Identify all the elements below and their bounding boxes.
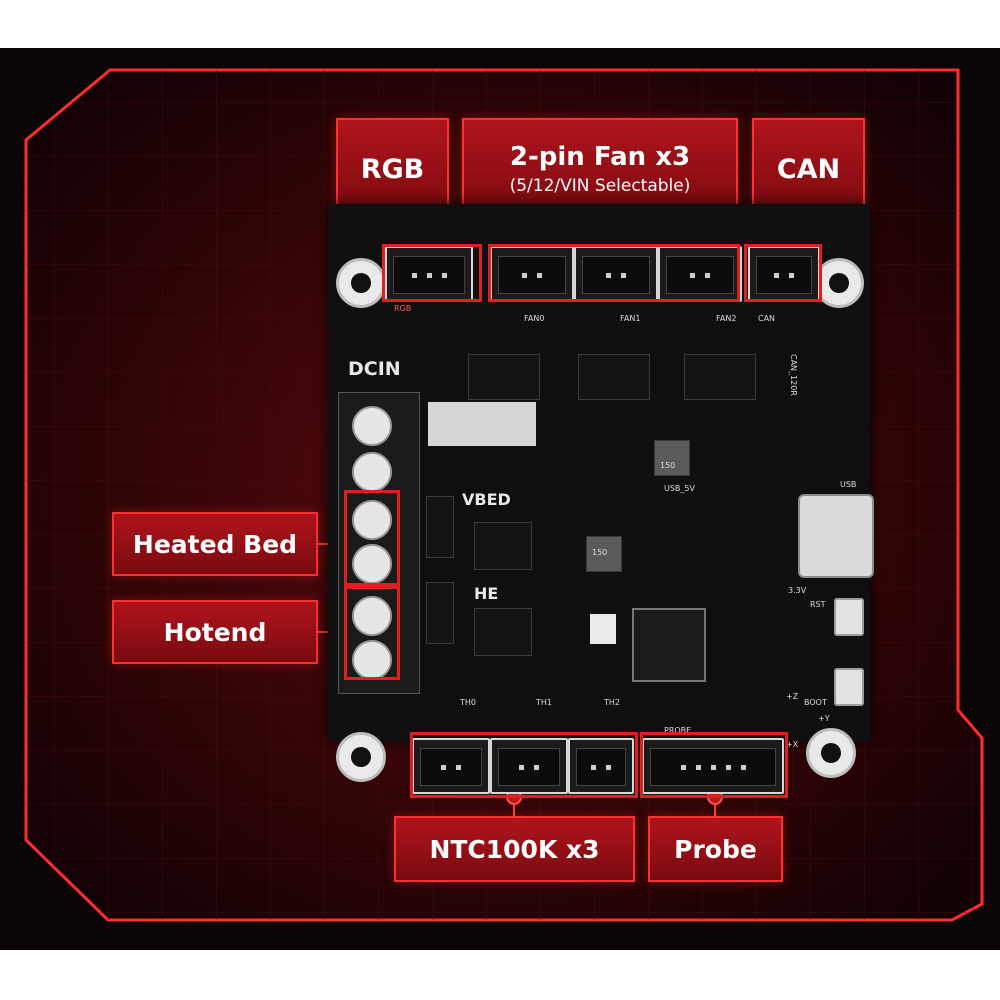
rgb-label-text: RGB: [360, 153, 425, 185]
mosfet: [426, 496, 454, 558]
silk-usb: USB: [840, 480, 857, 489]
terminal-screw: [352, 406, 392, 446]
inductor: [654, 440, 690, 476]
fan-label: 2-pin Fan x3 (5/12/VIN Selectable): [462, 118, 738, 220]
probe-connector: [642, 738, 784, 794]
silk-boot: BOOT: [804, 698, 827, 707]
silk-dcin: DCIN: [348, 358, 401, 380]
silk-vbed: VBED: [462, 490, 511, 509]
silk-fan0: FAN0: [524, 314, 545, 323]
mounting-hole: [336, 732, 386, 782]
fan-label-title: 2-pin Fan x3: [509, 142, 691, 172]
heated-bed-highlight: [344, 490, 400, 586]
heated-bed-label-text: Heated Bed: [132, 529, 298, 559]
can-label-text: CAN: [776, 153, 841, 185]
mounting-hole: [336, 258, 386, 308]
silk-can-120r: CAN_120R: [789, 354, 798, 396]
terminal-screw: [352, 596, 392, 636]
terminal-screw: [352, 640, 392, 680]
driver-chip: [474, 522, 532, 570]
th0-connector: [412, 738, 490, 794]
silk-rst: RST: [810, 600, 826, 609]
reset-button: [834, 598, 864, 636]
fan-label-subtitle: (5/12/VIN Selectable): [509, 176, 691, 196]
fan2-jumper-header: [684, 354, 756, 400]
hotend-label-text: Hotend: [163, 617, 267, 647]
usb-c-port: [798, 494, 874, 578]
silk-inductor-1: 150: [660, 461, 676, 470]
probe-label: Probe: [648, 816, 783, 882]
can-label: CAN: [752, 118, 865, 220]
pcb-board: RGB FAN0 FAN1 FAN2 CAN CAN_120R DCIN VBE…: [328, 204, 874, 798]
silk-fan2: FAN2: [716, 314, 737, 323]
boot-button: [834, 668, 864, 706]
mcu-chip: [632, 608, 706, 682]
leader-line: [513, 796, 515, 818]
driver-chip: [474, 608, 532, 656]
silk-can: CAN: [758, 314, 776, 323]
ntc-label: NTC100K x3: [394, 816, 635, 882]
silk-axis-y: +Y: [818, 714, 830, 723]
terminal-screw: [352, 500, 392, 540]
fan0-jumper-header: [468, 354, 540, 400]
can-highlight: [744, 244, 822, 302]
probe-highlight: [640, 732, 788, 798]
th2-connector: [568, 738, 634, 794]
silk-th2: TH2: [604, 698, 620, 707]
mounting-hole: [814, 258, 864, 308]
heated-bed-label: Heated Bed: [112, 512, 318, 576]
probe-label-text: Probe: [674, 834, 757, 864]
rgb-highlight: [382, 244, 482, 302]
rgb-connector: [385, 246, 473, 302]
hotend-label: Hotend: [112, 600, 318, 664]
silk-th0: TH0: [460, 698, 476, 707]
silk-usb-5v: USB_5V: [664, 484, 695, 493]
silk-th1: TH1: [536, 698, 552, 707]
silk-axis-z: +Z: [786, 692, 799, 701]
inductor: [586, 536, 622, 572]
silk-rgb: RGB: [394, 304, 412, 313]
mounting-hole: [806, 728, 856, 778]
leader-line: [714, 796, 716, 818]
fan-highlight: [488, 244, 740, 302]
silk-axis-x: +X: [786, 740, 799, 749]
silk-he: HE: [474, 584, 499, 603]
mosfet: [426, 582, 454, 644]
fuse: [428, 402, 536, 446]
fan1-connector: [574, 246, 658, 302]
silk-3v3: 3.3V: [788, 586, 807, 595]
silk-fan1: FAN1: [620, 314, 641, 323]
crystal: [590, 614, 616, 644]
th1-connector: [490, 738, 568, 794]
terminal-screw: [352, 452, 392, 492]
ntc-label-text: NTC100K x3: [429, 834, 600, 864]
hotend-highlight: [344, 586, 400, 680]
fan1-jumper-header: [578, 354, 650, 400]
silk-probe: PROBE: [664, 726, 692, 735]
silk-inductor-2: 150: [592, 548, 608, 557]
ntc-highlight: [410, 732, 638, 798]
